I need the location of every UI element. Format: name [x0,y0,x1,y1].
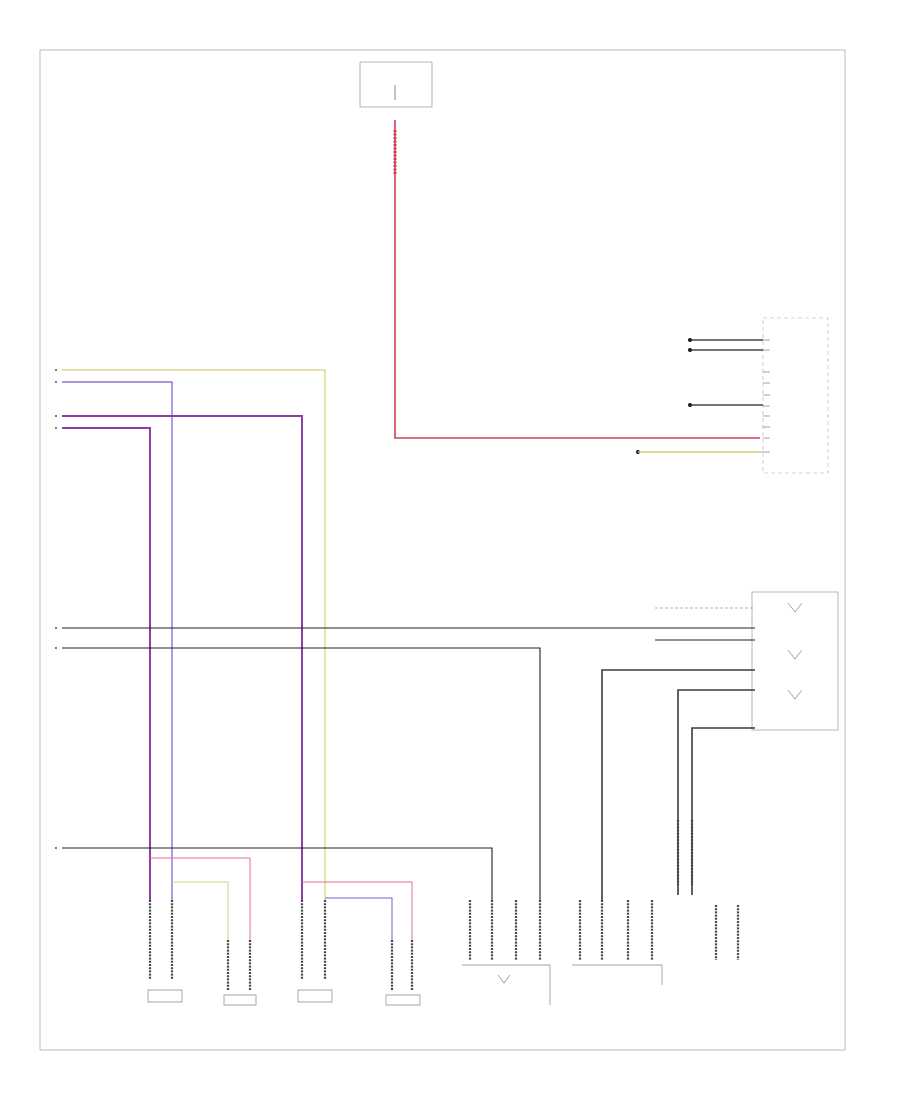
diagram-border [39,49,846,1051]
front-antenna-module [462,964,551,1005]
speaker-left-rear-tweeter [385,994,421,1006]
antenna-module [751,591,839,731]
speaker-left-front-tweeter [223,994,257,1006]
connector-stubs [148,820,740,990]
amplifier-module [572,964,663,985]
head-unit [636,317,829,474]
speaker-left-front [147,989,183,1003]
speaker-left-rear [297,989,333,1003]
fuse-box [359,61,433,108]
left-pin-markers [55,369,57,849]
left-signal-wires [62,369,755,940]
power-feed-wire [393,120,760,439]
